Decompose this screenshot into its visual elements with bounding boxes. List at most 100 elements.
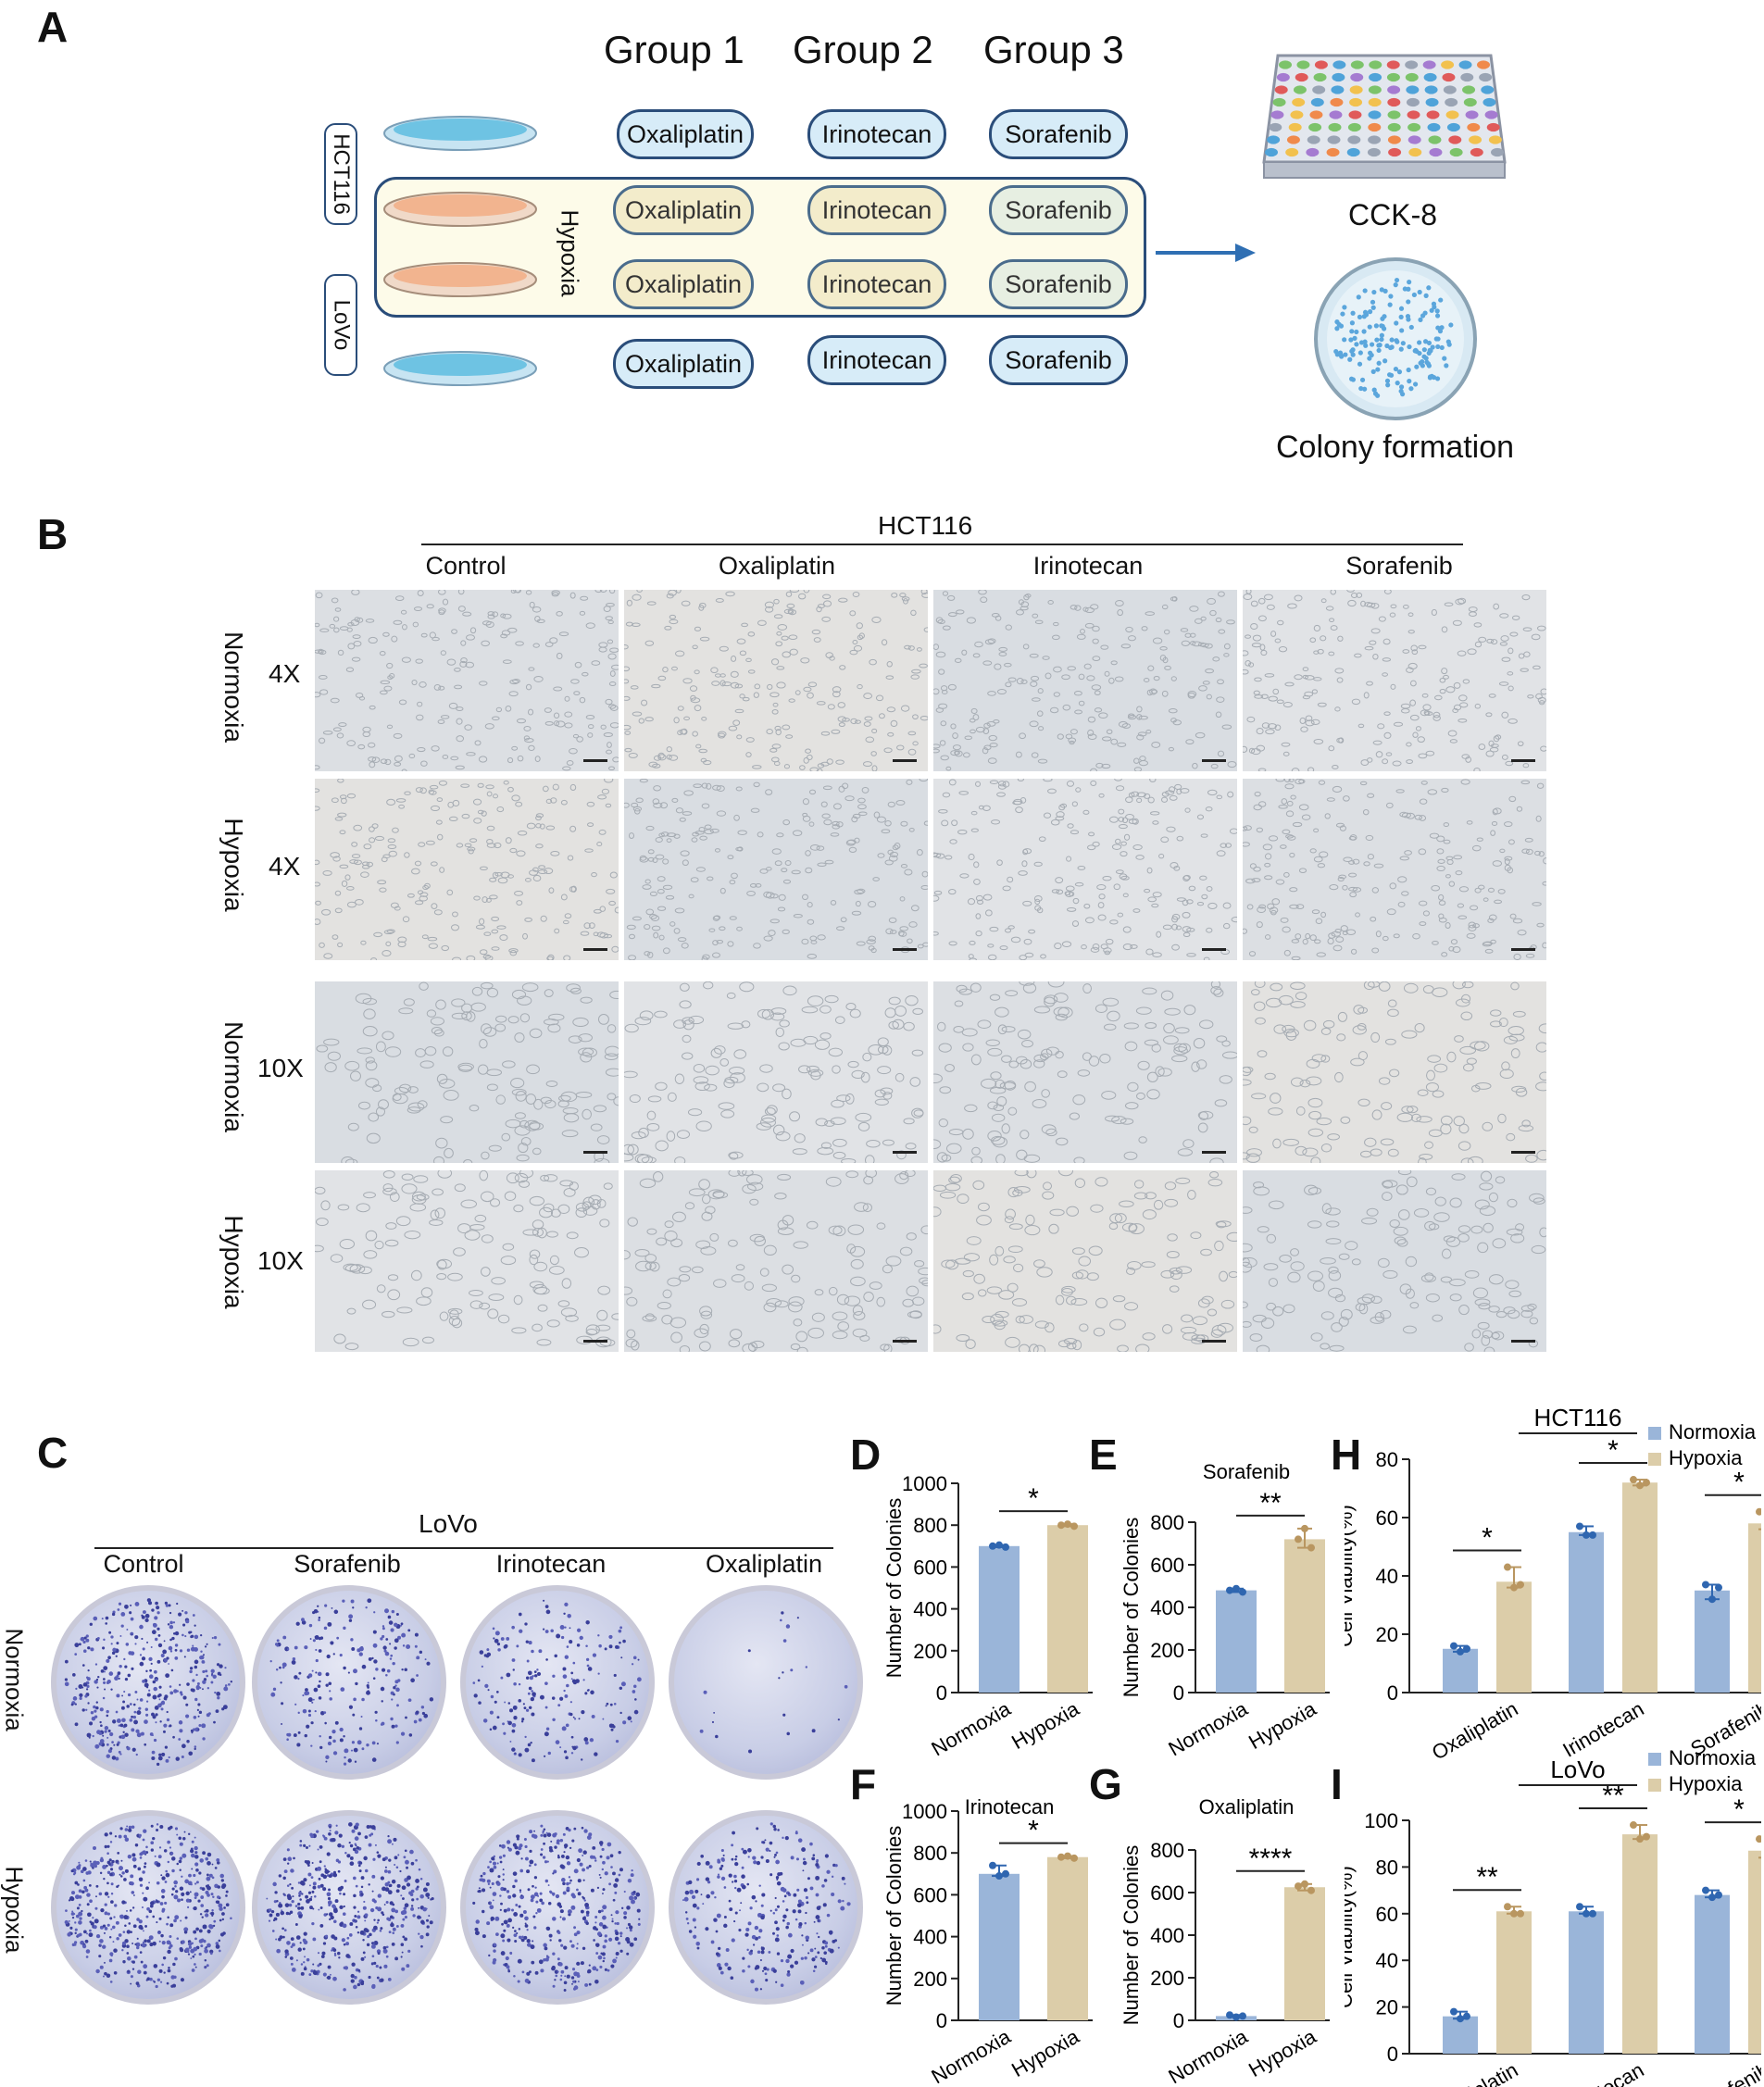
colony bbox=[87, 1668, 90, 1672]
colony bbox=[545, 1609, 551, 1615]
cell bbox=[1280, 917, 1289, 923]
well-dot bbox=[1425, 97, 1439, 107]
cell bbox=[1243, 1079, 1252, 1086]
colony bbox=[371, 1955, 375, 1958]
cell bbox=[731, 656, 737, 662]
colony bbox=[139, 1661, 144, 1667]
cell bbox=[1464, 1269, 1480, 1279]
colony bbox=[142, 1647, 145, 1651]
cell bbox=[402, 1337, 419, 1347]
cell bbox=[1133, 1180, 1145, 1189]
cell bbox=[1402, 1325, 1417, 1334]
colony bbox=[357, 1982, 361, 1987]
cell bbox=[1370, 1295, 1382, 1304]
colony bbox=[74, 1643, 80, 1648]
cell bbox=[1045, 672, 1052, 680]
cell bbox=[1438, 913, 1445, 919]
cell bbox=[772, 1124, 785, 1136]
cell bbox=[1254, 694, 1264, 699]
cell bbox=[691, 1266, 704, 1274]
cell bbox=[1243, 1206, 1253, 1214]
colony bbox=[786, 1731, 790, 1736]
cell bbox=[821, 616, 832, 622]
cell bbox=[380, 758, 388, 764]
colony bbox=[196, 1708, 199, 1711]
cell bbox=[777, 1219, 789, 1231]
cell bbox=[575, 1091, 593, 1098]
cell bbox=[1113, 883, 1120, 891]
colony bbox=[181, 1633, 184, 1637]
colony bbox=[367, 1598, 372, 1604]
colony bbox=[132, 1864, 137, 1868]
cell bbox=[1271, 898, 1281, 906]
colony bbox=[144, 1707, 148, 1711]
cell bbox=[607, 1093, 617, 1101]
colony bbox=[210, 1911, 215, 1916]
cell bbox=[382, 1183, 394, 1193]
cell bbox=[1032, 1344, 1046, 1352]
colony bbox=[319, 1924, 324, 1928]
colony bbox=[198, 1871, 202, 1875]
colony bbox=[107, 1895, 110, 1898]
cell bbox=[1067, 666, 1076, 671]
cell bbox=[1261, 722, 1270, 729]
colony bbox=[118, 1933, 122, 1937]
colony bbox=[306, 1724, 310, 1729]
colony bbox=[303, 1961, 306, 1964]
cell bbox=[451, 629, 457, 634]
cell bbox=[449, 1309, 459, 1320]
cell bbox=[553, 686, 563, 692]
cell bbox=[1011, 1298, 1028, 1306]
cell bbox=[1535, 815, 1542, 822]
cell bbox=[832, 686, 842, 694]
colony bbox=[108, 1958, 113, 1963]
cell bbox=[866, 939, 876, 944]
cell bbox=[769, 919, 780, 924]
colony-dot bbox=[1413, 347, 1419, 353]
colony bbox=[131, 1856, 137, 1862]
cell bbox=[642, 1315, 657, 1322]
cell bbox=[402, 916, 410, 923]
cell bbox=[429, 1218, 444, 1226]
well-dot bbox=[1348, 110, 1362, 119]
colony bbox=[74, 1703, 77, 1706]
scale-bar bbox=[583, 1340, 607, 1343]
cell bbox=[681, 943, 689, 949]
colony bbox=[563, 1689, 566, 1693]
cell bbox=[1396, 1239, 1408, 1247]
cell bbox=[1477, 1321, 1490, 1330]
cell bbox=[469, 1300, 483, 1309]
colony bbox=[186, 1648, 191, 1652]
cell bbox=[1282, 1304, 1295, 1314]
cell bbox=[474, 740, 482, 746]
colony bbox=[268, 1908, 272, 1912]
colony bbox=[153, 1738, 157, 1743]
colony bbox=[361, 1664, 367, 1669]
colony bbox=[564, 1602, 569, 1606]
cell bbox=[719, 645, 729, 652]
cell bbox=[1163, 1022, 1175, 1034]
cell bbox=[573, 691, 581, 696]
colony bbox=[387, 1834, 390, 1838]
cell bbox=[940, 720, 947, 727]
cell bbox=[774, 1193, 787, 1200]
colony bbox=[169, 1638, 172, 1642]
colony bbox=[291, 1943, 295, 1947]
colony bbox=[169, 1942, 172, 1945]
cell bbox=[716, 785, 725, 792]
cell bbox=[857, 634, 864, 641]
cell bbox=[1065, 891, 1073, 897]
cell bbox=[772, 702, 779, 707]
colony bbox=[96, 1636, 100, 1640]
cell bbox=[407, 1102, 425, 1112]
colony bbox=[208, 1924, 213, 1929]
colony bbox=[206, 1860, 211, 1866]
cell bbox=[1055, 1294, 1065, 1306]
colony bbox=[94, 1864, 98, 1868]
cell bbox=[1507, 671, 1514, 676]
cell bbox=[351, 590, 360, 595]
cell bbox=[662, 947, 670, 955]
cell bbox=[1354, 653, 1362, 658]
cell bbox=[794, 1133, 806, 1143]
cell bbox=[1432, 715, 1441, 721]
